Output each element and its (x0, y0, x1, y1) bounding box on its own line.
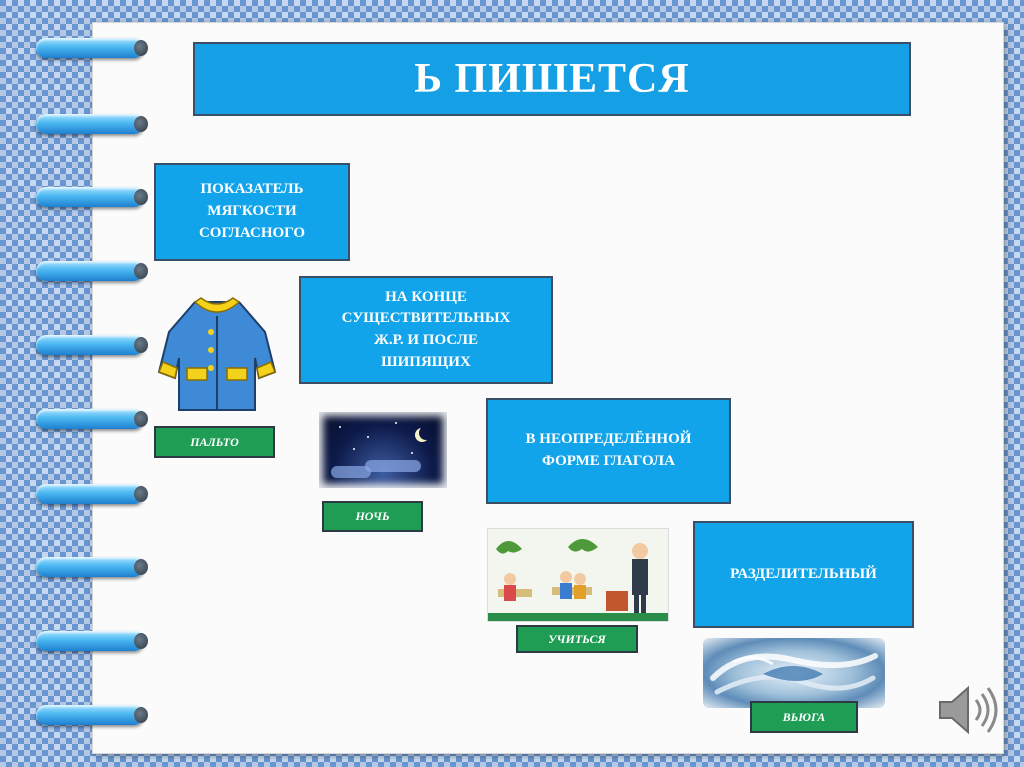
cloud-icon (365, 460, 421, 472)
notebook-ring-icon (36, 261, 148, 281)
star-icon (411, 452, 413, 454)
rule-feminine-nouns-after-sibilants: НА КОНЦЕ СУЩЕСТВИТЕЛЬНЫХ Ж.Р. И ПОСЛЕ ШИ… (299, 276, 553, 384)
example-word-blizzard: ВЬЮГА (750, 701, 858, 733)
rule-softness-marker: ПОКАЗАТЕЛЬ МЯГКОСТИ СОГЛАСНОГО (154, 163, 350, 261)
rule-infinitive-verb: В НЕОПРЕДЕЛЁННОЙ ФОРМЕ ГЛАГОЛА (486, 398, 731, 504)
example-word-study: УЧИТЬСЯ (516, 625, 638, 653)
night-sky-image (319, 412, 447, 488)
notebook-ring-icon (36, 705, 148, 725)
cloud-icon (331, 466, 371, 478)
rule-separating: РАЗДЕЛИТЕЛЬНЫЙ (693, 521, 914, 628)
star-icon (353, 448, 355, 450)
notebook-ring-icon (36, 187, 148, 207)
notebook-ring-icon (36, 409, 148, 429)
moon-icon (419, 426, 433, 440)
slide-title: Ь ПИШЕТСЯ (193, 42, 911, 116)
example-word-night: НОЧЬ (322, 501, 423, 532)
blizzard-image (703, 638, 885, 708)
notebook-ring-icon (36, 631, 148, 651)
star-icon (339, 426, 341, 428)
notebook-ring-icon (36, 114, 148, 134)
notebook-ring-icon (36, 335, 148, 355)
notebook-ring-icon (36, 38, 148, 58)
speaker-icon[interactable] (934, 678, 1000, 742)
notebook-ring-icon (36, 484, 148, 504)
coat-icon (157, 297, 277, 411)
notebook-ring-icon (36, 557, 148, 577)
example-word-coat: ПАЛЬТО (154, 426, 275, 458)
star-icon (395, 422, 397, 424)
star-icon (367, 436, 369, 438)
classroom-image (487, 528, 669, 622)
